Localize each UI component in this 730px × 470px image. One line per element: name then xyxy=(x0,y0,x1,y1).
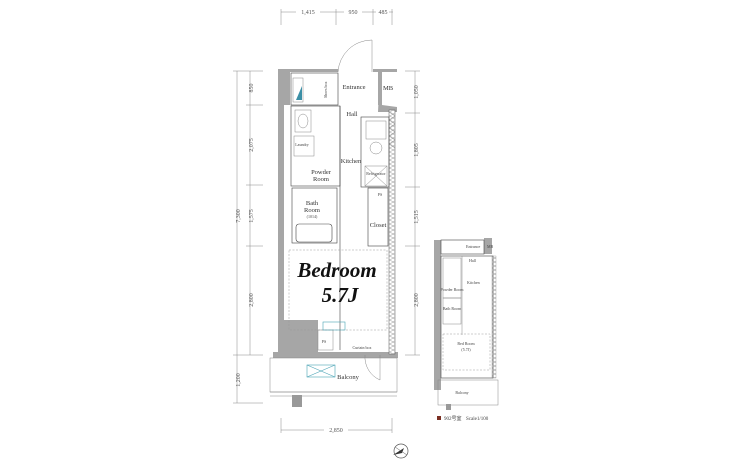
bottom-dimension: 2,850 xyxy=(280,418,393,434)
top-dimensions: 1,415 950 485 xyxy=(280,8,393,25)
dim-left-total: 7,300 xyxy=(236,209,242,223)
room-labels: Shoes box Entrance MB Hall Kitchen Laund… xyxy=(295,81,393,381)
interior-partitions xyxy=(269,39,398,407)
label-laundry: Laundry xyxy=(295,142,309,147)
label-balcony: Balcony xyxy=(337,374,359,381)
key-label-bedroom-size: (5.7J) xyxy=(461,347,471,352)
label-closet: Closet xyxy=(370,222,387,229)
key-label-mb: MB xyxy=(487,244,494,249)
label-bath-room-line2: Room xyxy=(304,207,320,214)
left-dimensions: 850 2,075 1,575 7,300 2,800 1,200 xyxy=(233,70,263,404)
dim-left-1: 850 xyxy=(249,84,255,93)
label-kitchen: Kitchen xyxy=(341,158,362,165)
dim-right-1: 1,050 xyxy=(414,85,420,99)
legend-scale: Scale1/100 xyxy=(466,417,489,422)
label-bedroom-size: 5.7J xyxy=(322,283,360,307)
key-label-entrance: Entrance xyxy=(466,244,480,249)
dim-right-2: 1,805 xyxy=(414,143,420,157)
dim-top-2: 950 xyxy=(349,10,358,16)
dim-right-4: 2,800 xyxy=(414,293,420,307)
dim-left-2: 2,075 xyxy=(249,138,255,152)
label-refrigerator: Refrigerator xyxy=(366,171,386,176)
right-dimensions: 1,050 1,805 1,515 2,800 xyxy=(405,70,420,356)
dim-left-4: 2,800 xyxy=(249,293,255,307)
label-shoe-box: Shoes box xyxy=(323,81,328,98)
label-mb: MB xyxy=(383,85,394,92)
dim-left-3: 1,575 xyxy=(249,209,255,223)
key-label-hall: Hall xyxy=(469,258,477,263)
dim-left-5: 1,200 xyxy=(236,373,242,387)
dim-right-3: 1,515 xyxy=(414,210,420,224)
dim-top-1: 1,415 xyxy=(301,10,315,16)
label-ps-2: PS xyxy=(322,339,326,344)
label-powder-room-line1: Powder xyxy=(311,169,332,176)
label-bedroom: Bedroom xyxy=(296,258,376,282)
key-label-kitchen: Kitchen xyxy=(467,280,480,285)
key-plan: Entrance MB Hall Kitchen Powder Room Bat… xyxy=(434,238,499,410)
shoe-box-mark xyxy=(296,86,302,100)
legend: 902号室 Scale1/100 xyxy=(437,415,489,422)
dim-bottom: 2,850 xyxy=(329,428,343,434)
label-ps-1: PS xyxy=(378,192,382,197)
label-curtain-box: Curtain box xyxy=(353,345,372,350)
key-label-bedroom: Bed Room xyxy=(457,341,475,346)
north-compass-icon xyxy=(393,443,409,459)
key-label-powder-room: Powder Room xyxy=(441,287,465,292)
key-label-bath-room: Bath Room xyxy=(443,306,462,311)
label-entrance: Entrance xyxy=(342,84,365,91)
legend-unit: 902号室 xyxy=(444,415,462,422)
label-bath-room-line1: Bath xyxy=(306,200,319,207)
label-hall: Hall xyxy=(346,111,357,118)
key-label-balcony: Balcony xyxy=(455,390,468,395)
walls xyxy=(273,69,398,358)
dim-top-3: 485 xyxy=(379,10,388,16)
legend-swatch xyxy=(437,416,441,420)
label-bath-size: (1014) xyxy=(307,214,318,219)
label-powder-room-line2: Room xyxy=(313,176,329,183)
